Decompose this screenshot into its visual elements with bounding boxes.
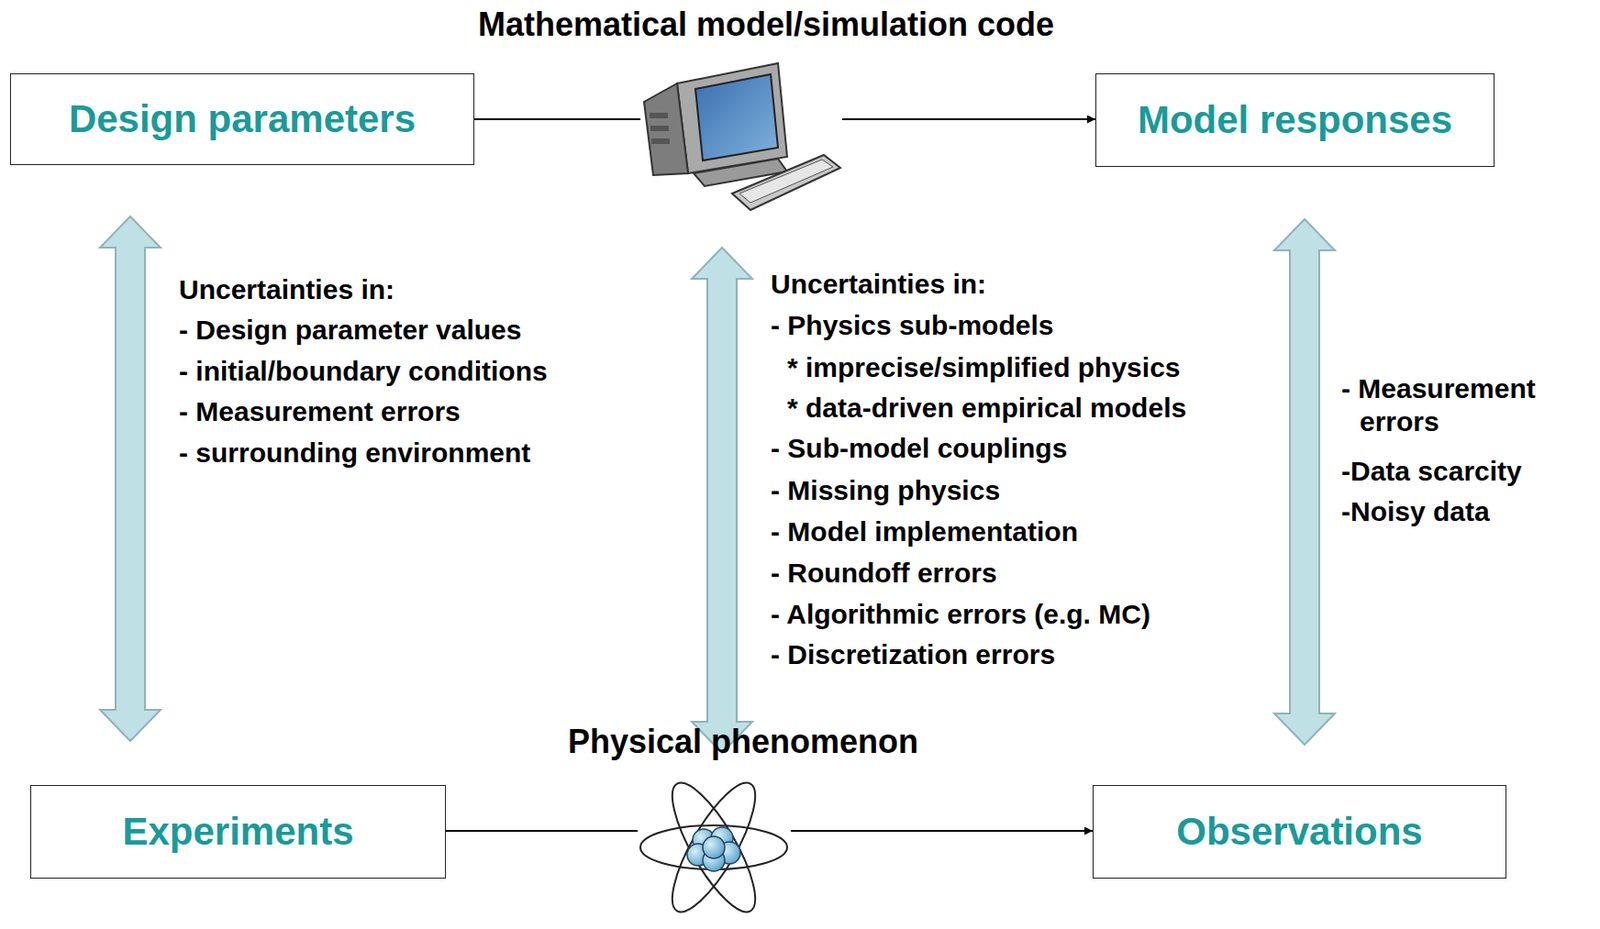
uncertainty-note: * imprecise/simplified physics: [787, 351, 1181, 385]
uncertainty-note: - Missing physics: [770, 474, 1000, 508]
box-label: Experiments: [122, 810, 354, 855]
uncertainty-note: - Measurement errors: [178, 395, 461, 429]
heading-label: Mathematical model/simulation code: [399, 5, 1134, 45]
response-box: Model responses: [1095, 73, 1495, 167]
model-node: Mathematical model/simulation code: [399, 5, 1134, 217]
uncertainty-note: - Algorithmic errors (e.g. MC): [770, 598, 1151, 632]
box-label: Model responses: [1137, 98, 1453, 143]
uncertainty-note: -Data scarcity: [1341, 455, 1523, 489]
uncertainty-note: - initial/boundary conditions: [178, 355, 548, 389]
uncertainty-note: - Roundoff errors: [770, 556, 998, 590]
uncertainty-note: Uncertainties in:: [770, 267, 987, 301]
uncertainty-note: * data-driven empirical models: [787, 391, 1187, 425]
uncertainty-note: - Measurement errors: [1341, 372, 1600, 439]
uncertainty-note: -Noisy data: [1341, 495, 1490, 529]
heading-label: Physical phenomenon: [399, 722, 1088, 762]
uncertainty-note: - surrounding environment: [178, 436, 531, 470]
atom-icon: [637, 768, 791, 927]
computer-icon: [640, 55, 843, 214]
flow-connector: [474, 118, 641, 121]
box-label: Design parameters: [68, 97, 416, 142]
uncertainty-note: - Physics sub-models: [770, 309, 1054, 343]
comparison-arrow: [100, 216, 161, 742]
comparison-arrow: [691, 247, 753, 754]
uncertainty-note: - Design parameter values: [178, 313, 523, 347]
uncertainty-note: Uncertainties in:: [178, 273, 395, 307]
flow-connector: [445, 830, 638, 833]
parameter-box: Design parameters: [10, 73, 475, 166]
phenomenon-node: Physical phenomenon: [399, 722, 1088, 927]
experiment-box: Experiments: [30, 785, 446, 879]
uncertainty-note: - Sub-model couplings: [770, 432, 1067, 466]
flow-connector: [842, 118, 1096, 121]
flow-connector: [790, 830, 1093, 833]
observation-box: Observations: [1092, 785, 1507, 879]
uncertainty-note: - Model implementation: [770, 515, 1078, 549]
box-label: Observations: [1176, 810, 1423, 855]
comparison-arrow: [1274, 219, 1335, 745]
uncertainty-note: - Discretization errors: [770, 638, 1056, 672]
